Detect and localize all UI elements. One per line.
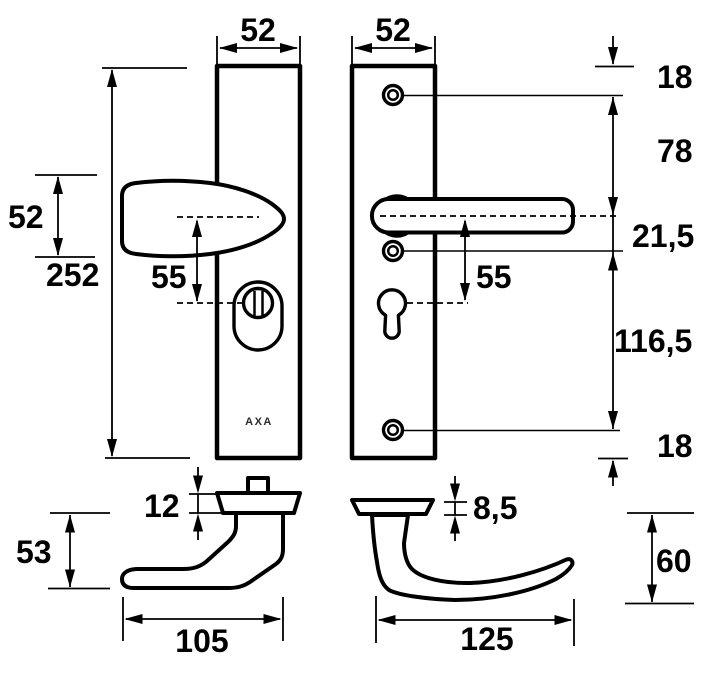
dim-edge-to-top-screw-label: 18: [657, 59, 693, 95]
lever-grip-profile: [370, 513, 575, 602]
dim-knob-length: 105: [122, 597, 284, 659]
knob-rose-profile: [215, 491, 302, 515]
dim-top-screw-to-lever-label: 78: [657, 133, 693, 169]
dim-lever-projection: 60: [625, 512, 694, 605]
dim-plate-height: 252: [46, 67, 190, 459]
dim-knob-projection: 53: [16, 512, 110, 590]
dim-lever-rose-thickness: 8,5: [444, 476, 517, 541]
dim-lever-to-mid-screw-label: 21,5: [632, 218, 694, 254]
screw-hole-top: [381, 83, 405, 107]
dim-mid-to-bottom-screw-label: 116,5: [614, 323, 692, 359]
lever-rose-profile: [350, 498, 435, 516]
left-backplate: [214, 63, 303, 461]
dim-lever-rose-thickness-label: 8,5: [473, 490, 517, 526]
dim-bottom-screw-to-edge-label: 18: [657, 428, 693, 464]
euro-keyhole: [376, 288, 408, 340]
right-backplate: [349, 63, 438, 461]
dim-column-right: 18 78 21,5 116,5 18: [401, 36, 694, 486]
screw-hole-top-inner: [386, 88, 400, 102]
dim-left-plate-width: 52: [216, 12, 301, 64]
knob: [120, 178, 286, 259]
dim-lever-center-offset-label: 55: [476, 259, 512, 295]
dim-knob-length-label: 105: [175, 623, 228, 659]
screw-hole-middle-inner: [386, 244, 400, 258]
dim-knob-height: 52: [8, 174, 97, 258]
screw-hole-bottom: [381, 418, 405, 442]
dim-lever-length-label: 125: [460, 621, 513, 657]
dim-knob-height-label: 52: [8, 199, 44, 235]
dim-left-plate-width-label: 52: [240, 12, 276, 48]
dim-knob-rose-thickness-label: 12: [144, 488, 180, 524]
lever-side-view: [350, 498, 575, 602]
dim-right-plate-width-label: 52: [375, 12, 411, 48]
dim-lever-projection-label: 60: [656, 543, 692, 579]
dim-knob-rose-thickness: 12: [144, 467, 226, 540]
brand-logo: AXA: [245, 416, 273, 428]
dim-right-plate-width: 52: [351, 12, 436, 64]
cylinder-core: [241, 286, 275, 320]
screw-hole-middle: [381, 239, 405, 263]
dim-lever-length: 125: [375, 596, 575, 657]
dim-knob-projection-label: 53: [16, 534, 52, 570]
dim-plate-height-label: 252: [46, 257, 99, 293]
knob-side-view: [120, 476, 302, 590]
knob-grip-profile: [120, 511, 285, 590]
screw-hole-bottom-inner: [386, 423, 400, 437]
left-backplate-view: AXA: [120, 63, 303, 461]
dim-knob-center-offset-label: 55: [151, 259, 187, 295]
dim-knob-center-offset: 55: [151, 219, 202, 302]
dim-lever-center-offset: 55: [460, 219, 512, 301]
right-backplate-view: [349, 63, 620, 461]
